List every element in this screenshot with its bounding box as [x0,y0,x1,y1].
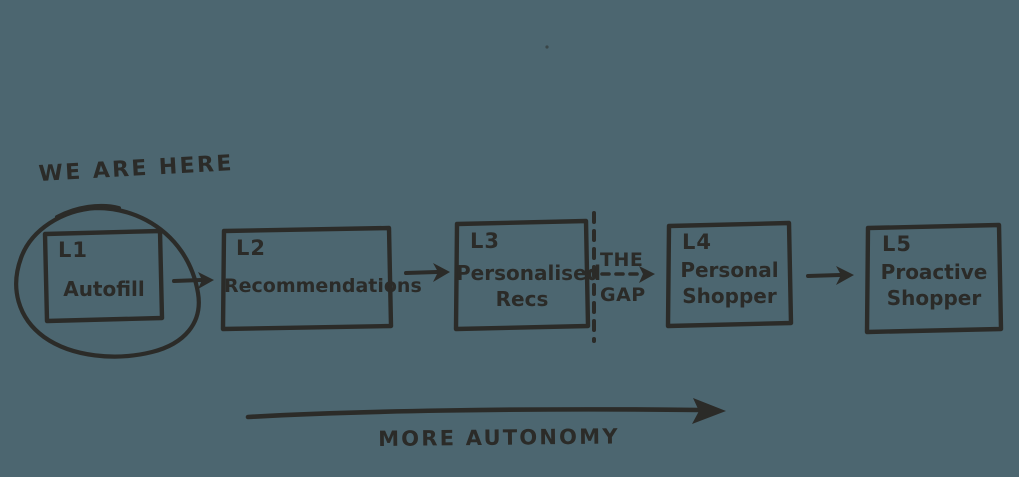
ink-speck [545,45,549,49]
stage-box-l4[interactable] [665,220,794,329]
stage-level-l2: L2 [236,236,266,260]
connector-arrow-l4-l5 [806,266,854,285]
stage-level-l3: L3 [470,229,500,253]
stage-name-l4-line1: Personal [680,258,779,282]
stage-name-l1: Autofill [63,277,145,301]
stage-level-l1: L1 [58,238,88,262]
the-gap-label-line2: GAP [600,284,646,306]
stage-box-l2[interactable] [220,225,394,332]
stage-box-l5[interactable] [864,222,1004,335]
the-gap-label-line1: THE [600,249,644,271]
we-are-here-circle [14,203,201,359]
stage-name-l3-line2: Recs [495,287,549,311]
connector-arrow-l2-l3 [404,263,450,282]
stage-name-l5-line2: Shopper [886,286,982,310]
connector-arrow-l3-l4-dashed [600,266,655,283]
stage-box-l3[interactable] [453,218,591,332]
stage-name-l5-line1: Proactive [880,260,988,284]
stage-name-l4-line2: Shopper [682,284,777,308]
stage-level-l5: L5 [882,232,912,256]
stage-box-l1[interactable] [42,228,165,324]
stage-name-l2: Recommendations [224,275,422,297]
stage-name-l3-line1: Personalised [456,261,601,285]
connector-arrow-l1-l2 [172,272,214,289]
more-autonomy-arrow [245,398,726,424]
more-autonomy-label: MORE AUTONOMY [377,424,620,451]
stage-level-l4: L4 [682,230,712,254]
